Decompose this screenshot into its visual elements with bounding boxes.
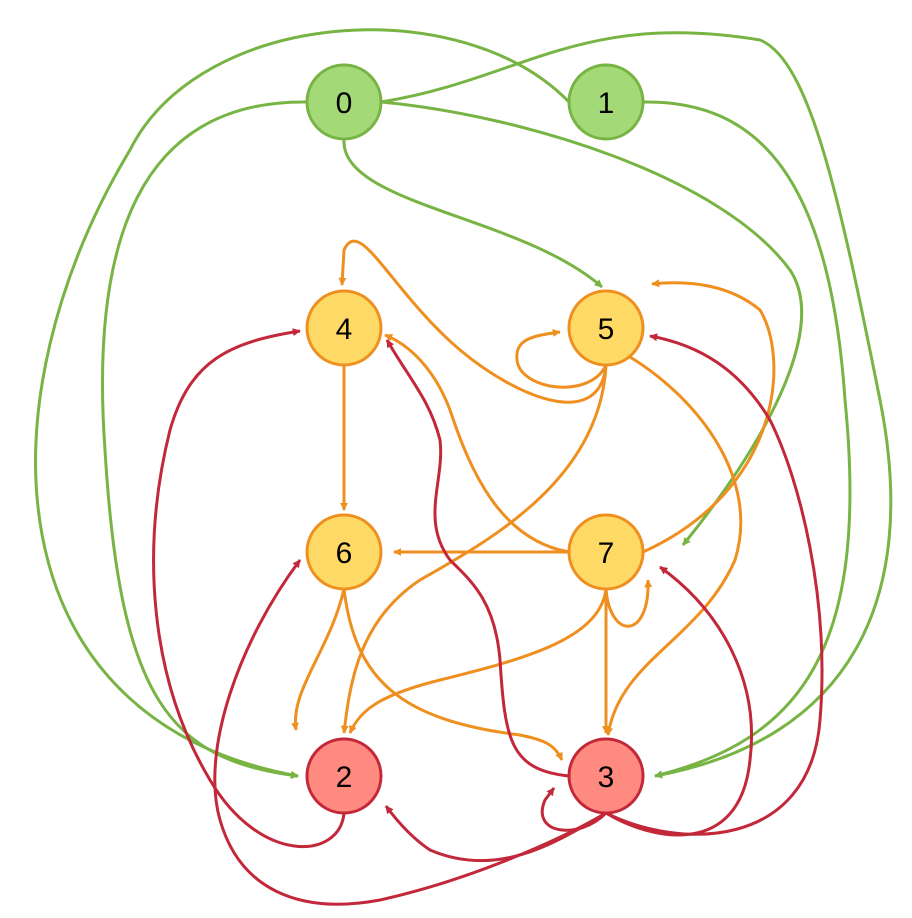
- edge-7-to-7: [604, 579, 653, 628]
- node-3-circle: [567, 737, 645, 815]
- node-1-label: 1: [598, 87, 615, 120]
- node-0-label: 0: [336, 87, 353, 120]
- node-0-circle: [305, 63, 383, 141]
- node-1-circle: [567, 63, 645, 141]
- node-6-circle: [305, 513, 383, 591]
- node-4-label: 4: [336, 313, 353, 346]
- edge-5-to-5: [515, 328, 608, 389]
- node-2-circle: [305, 737, 383, 815]
- edge-3-to-3: [541, 787, 608, 832]
- edge-7-to-5: [642, 279, 776, 554]
- edge-5-to-2: [340, 364, 608, 734]
- node-6: 6: [305, 513, 383, 591]
- edge-3-to-2: [384, 805, 607, 863]
- edge-0-to-7: [380, 100, 804, 546]
- node-5-label: 5: [598, 313, 615, 346]
- edge-1-to-3: [642, 100, 852, 779]
- edge-5-to-4: [338, 239, 608, 404]
- node-6-label: 6: [336, 537, 353, 570]
- edge-7-to-2: [348, 588, 608, 734]
- edge-0-to-3: [380, 31, 893, 779]
- node-4-circle: [305, 289, 383, 367]
- node-4: 4: [305, 289, 383, 367]
- node-2-label: 2: [336, 761, 353, 794]
- edge-7-to-4: [384, 333, 570, 554]
- edge-3-to-4: [385, 339, 570, 778]
- edge-3-to-7: [605, 565, 753, 837]
- node-2: 2: [305, 737, 383, 815]
- node-5-circle: [567, 289, 645, 367]
- node-7-circle: [567, 513, 645, 591]
- node-5: 5: [567, 289, 645, 367]
- node-1: 1: [567, 63, 645, 141]
- node-0: 0: [305, 63, 383, 141]
- edge-3-to-5: [605, 333, 824, 836]
- edge-1-to-2: [34, 28, 571, 779]
- node-3: 3: [567, 737, 645, 815]
- edge-6-to-2: [290, 588, 346, 731]
- edge-0-to-2: [101, 100, 308, 780]
- node-7: 7: [567, 513, 645, 591]
- edge-3-to-6: [213, 559, 607, 906]
- edge-6-to-3: [342, 588, 564, 761]
- edge-2-to-4: [152, 328, 346, 849]
- edge-0-to-5: [342, 138, 603, 289]
- node-3-label: 3: [598, 761, 615, 794]
- node-7-label: 7: [598, 537, 615, 570]
- edge-5-to-3: [605, 355, 743, 736]
